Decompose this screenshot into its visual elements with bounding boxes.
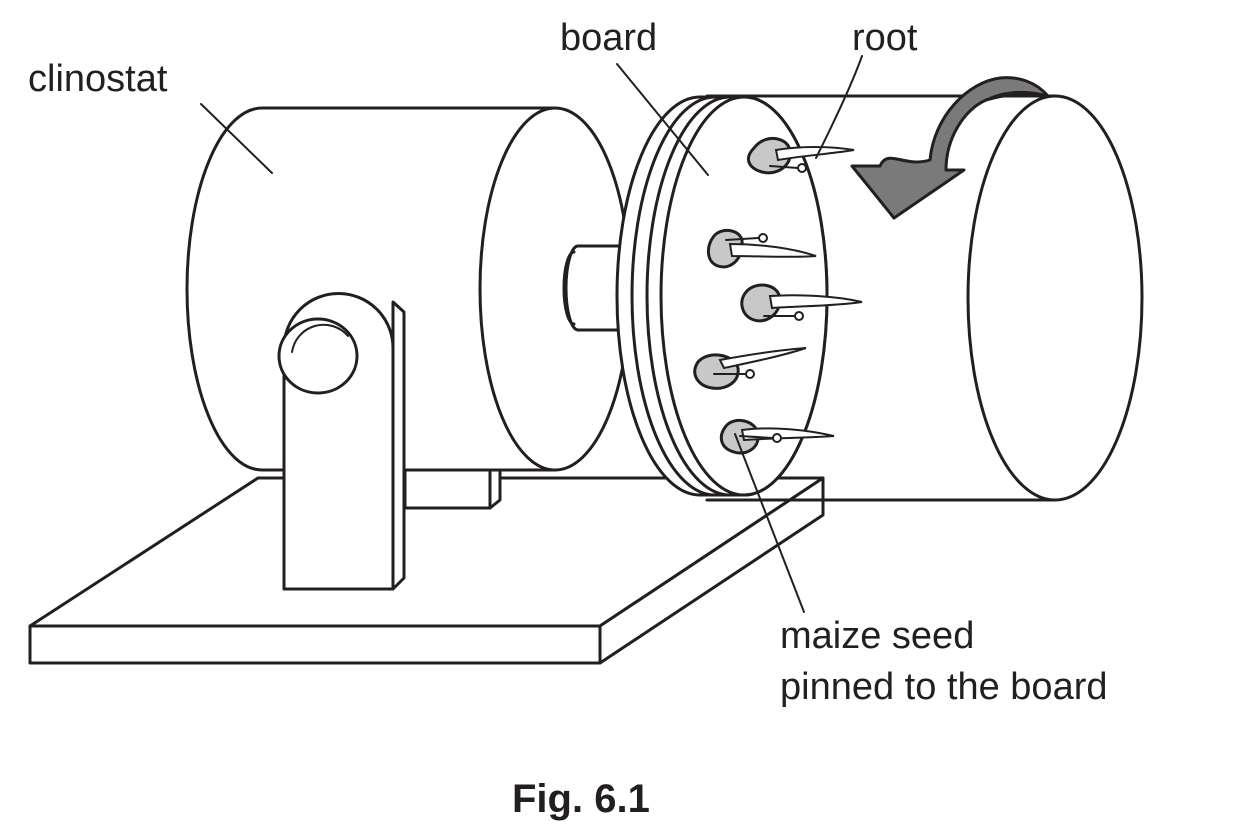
maize-seed — [707, 228, 817, 269]
figure-caption: Fig. 6.1 — [512, 777, 650, 821]
clinostat-leader — [200, 103, 273, 174]
board-label: board — [560, 17, 657, 59]
maize-seed — [740, 283, 863, 323]
root-label: root — [852, 17, 918, 59]
maize-seed — [719, 418, 835, 455]
leader-lines — [200, 55, 863, 613]
rear-bracket — [403, 468, 502, 510]
root-leader — [815, 55, 863, 159]
seed-label-line1: maize seed — [780, 615, 974, 657]
seed-leader — [734, 433, 805, 613]
base-plate — [28, 476, 825, 665]
maize-seed — [693, 347, 807, 390]
seed-label-line2: pinned to the board — [780, 666, 1108, 708]
motor-housing — [185, 106, 632, 472]
maize-seed — [746, 137, 855, 175]
board-leader — [616, 63, 709, 176]
support-stand — [277, 292, 406, 591]
clinostat-label: clinostat — [28, 58, 168, 100]
rotation-arrow-icon — [850, 76, 1050, 220]
seeds — [693, 137, 863, 455]
